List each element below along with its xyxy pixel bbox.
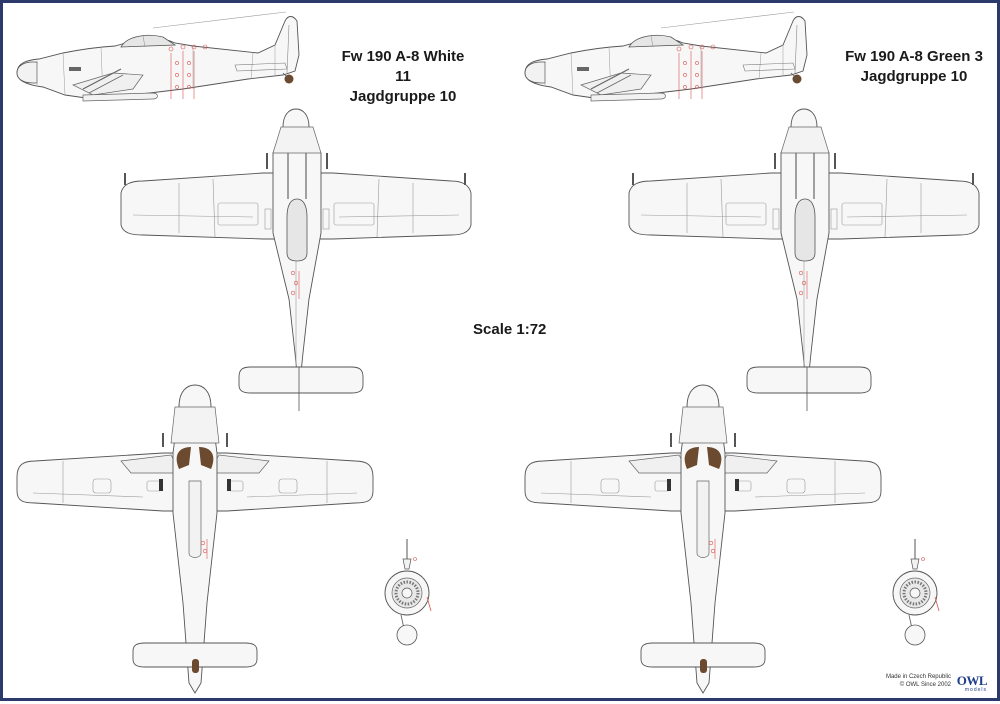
variant-title: Fw 190 A-8 Green 3	[845, 48, 983, 65]
footer-copyright: © OWL Since 2002	[899, 682, 951, 688]
bottom-view-left	[16, 384, 374, 694]
footer-credits: Made in Czech Republic © OWL Since 2002	[886, 673, 951, 689]
profile-right	[524, 11, 808, 102]
owl-logo-sub: models	[964, 687, 987, 693]
variant-unit: Jagdgruppe 10	[860, 68, 968, 85]
front-view-left	[383, 537, 433, 647]
top-view-left	[120, 108, 472, 412]
variant-title: Fw 190 A-8 White 11	[341, 48, 465, 85]
variant-label-left: Fw 190 A-8 White 11 Jagdgruppe 10	[333, 47, 473, 107]
top-view-right	[628, 108, 980, 412]
footer-origin: Made in Czech Republic	[885, 674, 951, 680]
variant-unit: Jagdgruppe 10	[349, 88, 457, 105]
profile-left	[16, 11, 300, 102]
front-view-right	[891, 537, 941, 647]
variant-label-right: Fw 190 A-8 Green 3 Jagdgruppe 10	[839, 47, 989, 87]
owl-logo: OWL	[956, 673, 988, 688]
aircraft-drawings	[16, 11, 980, 694]
scale-label: Scale 1:72	[473, 321, 547, 338]
bottom-view-right	[524, 384, 882, 694]
